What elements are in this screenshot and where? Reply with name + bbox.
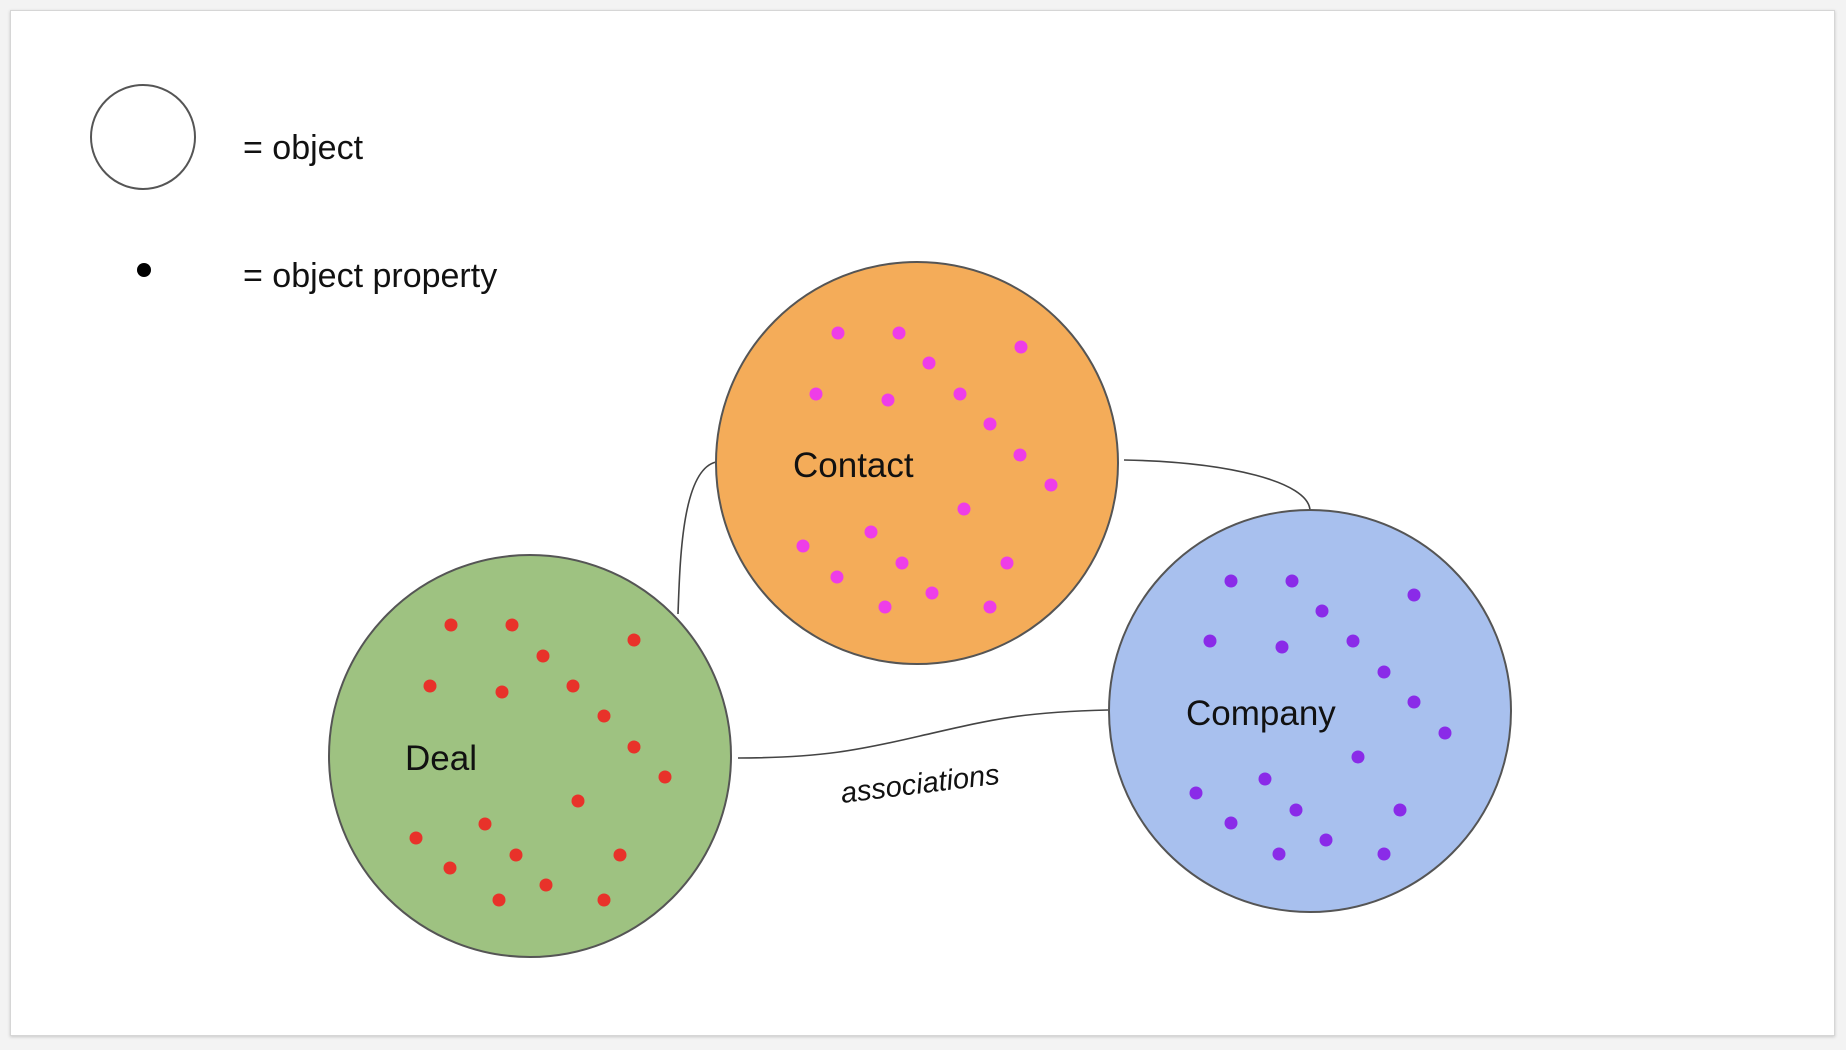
deal-property-dot xyxy=(597,893,611,907)
contact-label: Contact xyxy=(793,446,914,485)
deal-label: Deal xyxy=(405,739,477,778)
contact-object: Contact xyxy=(715,261,1119,665)
contact-property-dot xyxy=(809,387,823,401)
deal-property-dot xyxy=(409,831,423,845)
contact-property-dot xyxy=(796,539,810,553)
contact-property-dot xyxy=(895,556,909,570)
deal-circle xyxy=(328,554,732,958)
company-property-dot xyxy=(1346,634,1360,648)
legend: = object = object property xyxy=(90,84,497,295)
deal-property-dot xyxy=(597,709,611,723)
contact-property-dot xyxy=(864,525,878,539)
deal-property-dot xyxy=(627,740,641,754)
deal-properties xyxy=(409,618,672,907)
contact-properties xyxy=(796,326,1058,614)
company-property-dot xyxy=(1351,750,1365,764)
deal-property-dot xyxy=(536,649,550,663)
deal-property-dot xyxy=(509,848,523,862)
company-label: Company xyxy=(1186,694,1336,733)
deal-property-dot xyxy=(566,679,580,693)
contact-property-dot xyxy=(1000,556,1014,570)
connector-deal-company xyxy=(737,709,1109,759)
deal-property-dot xyxy=(495,685,509,699)
company-property-dot xyxy=(1289,803,1303,817)
company-property-dot xyxy=(1275,640,1289,654)
deal-object: Deal xyxy=(328,554,732,958)
deal-property-dot xyxy=(613,848,627,862)
contact-property-dot xyxy=(957,502,971,516)
deal-property-dot xyxy=(423,679,437,693)
deal-property-dot xyxy=(539,878,553,892)
contact-property-dot xyxy=(983,600,997,614)
deal-property-dot xyxy=(505,618,519,632)
company-object: Company xyxy=(1108,509,1512,913)
company-property-dot xyxy=(1407,695,1421,709)
company-circle xyxy=(1108,509,1512,913)
legend-property-label: = object property xyxy=(243,257,497,295)
company-property-dot xyxy=(1377,665,1391,679)
contact-property-dot xyxy=(831,326,845,340)
contact-property-dot xyxy=(830,570,844,584)
legend-object-label: = object xyxy=(243,129,364,167)
deal-property-dot xyxy=(478,817,492,831)
contact-property-dot xyxy=(983,417,997,431)
company-property-dot xyxy=(1393,803,1407,817)
company-property-dot xyxy=(1407,588,1421,602)
contact-property-dot xyxy=(1014,340,1028,354)
company-property-dot xyxy=(1189,786,1203,800)
legend-property-dot xyxy=(137,263,151,277)
legend-object-circle xyxy=(90,84,196,190)
company-property-dot xyxy=(1377,847,1391,861)
connectors xyxy=(677,459,1311,759)
associations-label: associations xyxy=(839,759,1001,810)
deal-property-dot xyxy=(444,618,458,632)
contact-property-dot xyxy=(922,356,936,370)
deal-property-dot xyxy=(492,893,506,907)
connector-contact-company xyxy=(1123,459,1311,511)
company-property-dot xyxy=(1315,604,1329,618)
company-property-dot xyxy=(1438,726,1452,740)
deal-property-dot xyxy=(627,633,641,647)
contact-property-dot xyxy=(1013,448,1027,462)
contact-property-dot xyxy=(878,600,892,614)
contact-property-dot xyxy=(925,586,939,600)
contact-property-dot xyxy=(1044,478,1058,492)
contact-property-dot xyxy=(953,387,967,401)
company-property-dot xyxy=(1319,833,1333,847)
contact-property-dot xyxy=(892,326,906,340)
contact-property-dot xyxy=(881,393,895,407)
company-property-dot xyxy=(1272,847,1286,861)
contact-circle xyxy=(715,261,1119,665)
company-property-dot xyxy=(1285,574,1299,588)
deal-property-dot xyxy=(571,794,585,808)
company-property-dot xyxy=(1203,634,1217,648)
company-property-dot xyxy=(1224,574,1238,588)
deal-property-dot xyxy=(443,861,457,875)
company-property-dot xyxy=(1224,816,1238,830)
company-property-dot xyxy=(1258,772,1272,786)
connector-deal-contact xyxy=(677,461,717,615)
deal-property-dot xyxy=(658,770,672,784)
company-properties xyxy=(1189,574,1452,861)
